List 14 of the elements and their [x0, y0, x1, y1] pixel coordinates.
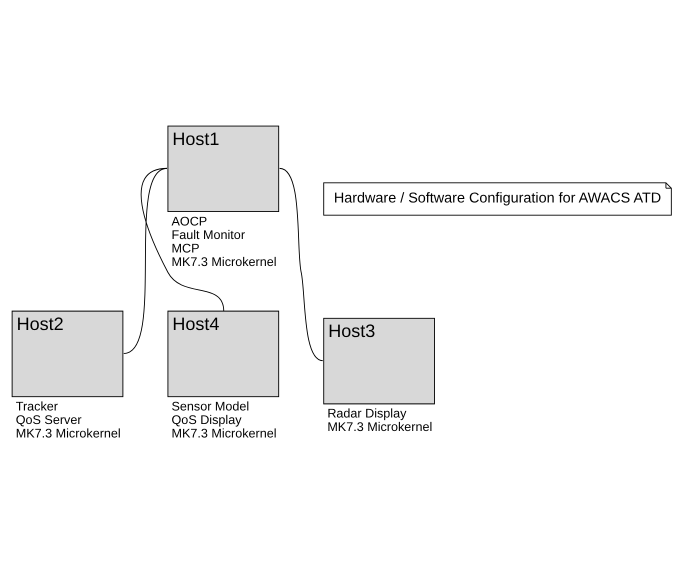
node-label: QoS Server	[16, 412, 82, 426]
node-label: MCP	[172, 240, 200, 255]
node-label: MK7.3 Microkernel	[172, 426, 277, 440]
connector	[279, 167, 324, 361]
node-label: Fault Monitor	[172, 227, 246, 242]
node-label: QoS Display	[172, 412, 242, 426]
node-label: AOCP	[172, 214, 208, 228]
node-label: Sensor Model	[172, 398, 250, 413]
node-label: MK7.3 Microkernel	[172, 254, 277, 268]
connector	[140, 167, 224, 312]
node-label: Radar Display	[327, 406, 406, 420]
node-label: MK7.3 Microkernel	[327, 420, 432, 434]
node-label: Tracker	[16, 398, 58, 413]
node-label: MK7.3 Microkernel	[16, 426, 121, 440]
